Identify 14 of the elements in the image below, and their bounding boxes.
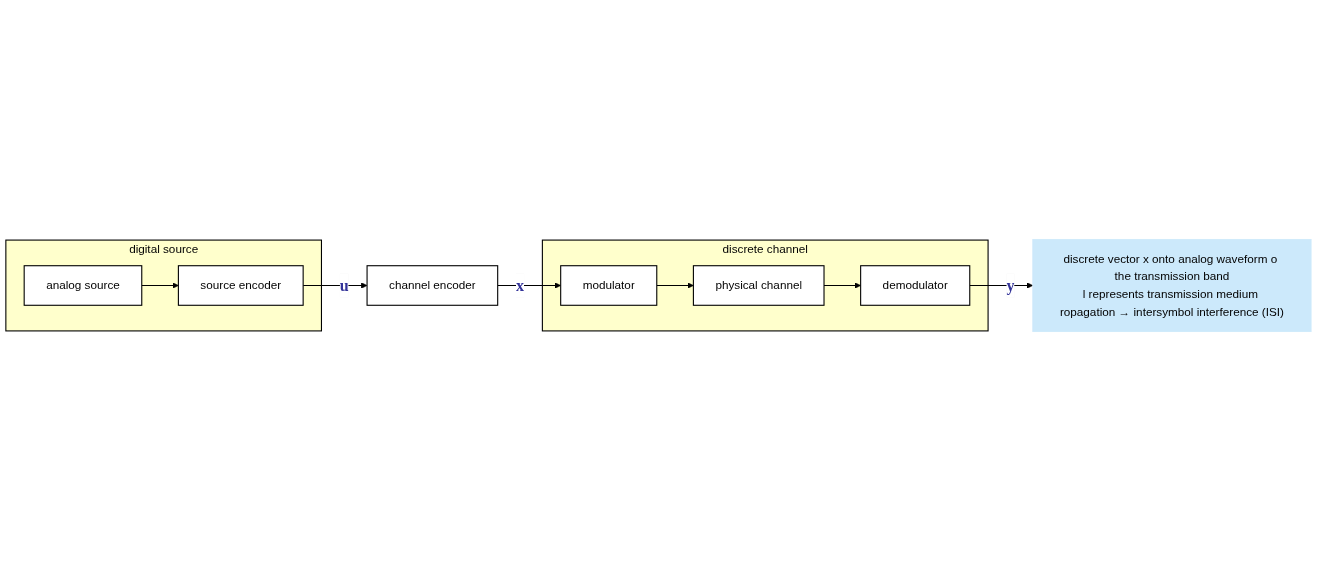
node-box: analog source: [23, 265, 143, 306]
arrow: [656, 282, 694, 289]
node-box: modulator: [560, 265, 658, 306]
arrow: [497, 282, 561, 289]
arrow: [969, 282, 1034, 289]
edge-label: y: [1006, 276, 1015, 295]
arrow: [141, 282, 179, 289]
node-box: channel encoder: [366, 265, 499, 306]
node-box: source encoder: [177, 265, 304, 306]
edge-label: x: [516, 276, 525, 295]
node-box: discrete vector x onto analog waveform o the transmission band l represents transmission medium ropagation → intersymbol interference (ISI): [1032, 239, 1312, 332]
node-box: demodulator: [860, 265, 971, 306]
node-box: physical channel: [692, 265, 825, 306]
edge-label: u: [339, 276, 349, 295]
